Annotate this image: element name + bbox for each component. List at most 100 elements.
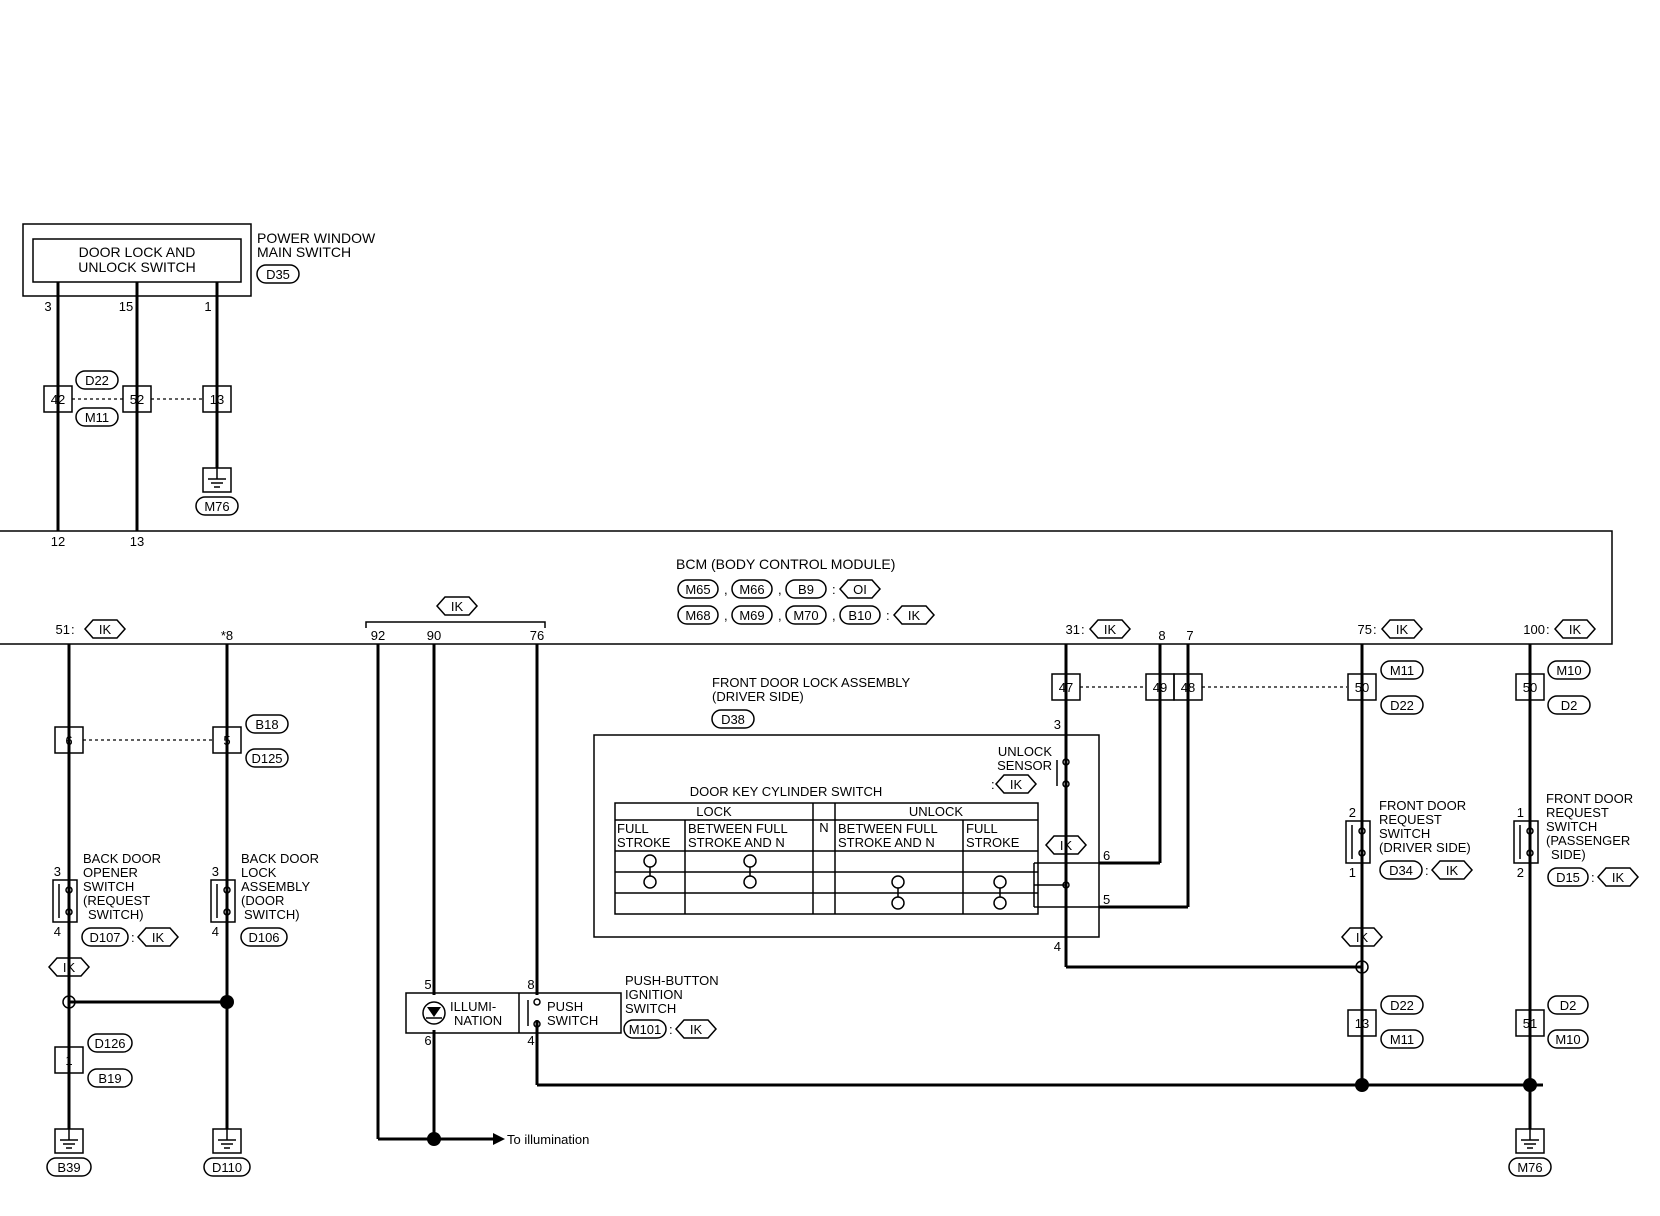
svg-text:PUSH: PUSH [547, 999, 583, 1014]
svg-text:8: 8 [1158, 628, 1165, 643]
switch-name-1: POWER WINDOW [257, 230, 376, 246]
connector-d35: D35 [266, 267, 290, 282]
back-door-lock-assembly: 3 4 BACK DOOR LOCK ASSEMBLY (DOOR SWITCH… [210, 851, 319, 947]
svg-text:90: 90 [427, 628, 441, 643]
pin-1: 1 [204, 299, 211, 314]
svg-text:M68: M68 [685, 608, 710, 623]
jc-47: 47 [1059, 680, 1073, 695]
svg-text:REQUEST: REQUEST [1379, 812, 1442, 827]
svg-text:IK: IK [99, 622, 112, 637]
svg-text:SWITCH): SWITCH) [88, 907, 144, 922]
bcm-pin-13: 13 [130, 534, 144, 549]
svg-text:5: 5 [1103, 892, 1110, 907]
power-window-main-switch: DOOR LOCK AND UNLOCK SWITCH POWER WINDOW… [22, 223, 376, 297]
svg-text:(DRIVER SIDE): (DRIVER SIDE) [1379, 840, 1471, 855]
svg-text:1: 1 [1349, 865, 1356, 880]
svg-text:BETWEEN FULL: BETWEEN FULL [838, 821, 938, 836]
svg-text:M69: M69 [739, 608, 764, 623]
svg-text::: : [131, 930, 135, 945]
svg-text:BACK DOOR: BACK DOOR [241, 851, 319, 866]
svg-text:PUSH-BUTTON: PUSH-BUTTON [625, 973, 719, 988]
svg-text:IK: IK [1612, 870, 1625, 885]
svg-text:M70: M70 [793, 608, 818, 623]
jc-48: 48 [1181, 680, 1195, 695]
connector-d2: D2 [1561, 698, 1578, 713]
front-door-request-switch-driver: 2 1 FRONT DOOR REQUEST SWITCH (DRIVER SI… [1345, 798, 1474, 880]
svg-text:ASSEMBLY: ASSEMBLY [241, 879, 310, 894]
svg-text:OPENER: OPENER [83, 865, 138, 880]
jc-1: 1 [65, 1053, 72, 1068]
front-door-lock-assembly [593, 734, 1100, 938]
svg-text::: : [832, 582, 836, 597]
ground-m76-top: M76 [204, 499, 229, 514]
svg-text:ILLUMI-: ILLUMI- [450, 999, 496, 1014]
svg-text:6: 6 [424, 1033, 431, 1048]
svg-text:76: 76 [530, 628, 544, 643]
ground-icon [1515, 1128, 1545, 1154]
svg-text:BETWEEN FULL: BETWEEN FULL [688, 821, 788, 836]
connector-d126: D126 [94, 1036, 125, 1051]
key-cylinder-table: DOOR KEY CYLINDER SWITCH LOCK UNLOCK N F… [614, 784, 1039, 915]
front-door-request-switch-passenger: 1 2 FRONT DOOR REQUEST SWITCH (PASSENGER… [1513, 791, 1640, 887]
ground-b39: B39 [57, 1160, 80, 1175]
svg-text:8: 8 [527, 977, 534, 992]
svg-text:*8: *8 [221, 628, 233, 643]
connector-b18: B18 [255, 717, 278, 732]
svg-text:,: , [832, 608, 836, 623]
svg-text:92: 92 [371, 628, 385, 643]
jc-50b: 50 [1523, 680, 1537, 695]
svg-text:D22: D22 [1390, 998, 1414, 1013]
pin-15: 15 [119, 299, 133, 314]
svg-text:STROKE AND N: STROKE AND N [688, 835, 785, 850]
svg-text::: : [1081, 622, 1085, 637]
svg-text::: : [1425, 863, 1429, 878]
ground-icon [54, 1128, 84, 1154]
bcm-box: 12 13 BCM (BODY CONTROL MODULE) M65 , M6… [0, 530, 1613, 645]
svg-text::: : [71, 622, 75, 637]
svg-text:IK: IK [1104, 622, 1117, 637]
splice-open [62, 995, 76, 1009]
svg-text:LOCK: LOCK [241, 865, 277, 880]
connector-d22-b: D22 [1390, 698, 1414, 713]
ground-m76-bottom: M76 [1517, 1160, 1542, 1175]
svg-text::: : [1373, 622, 1377, 637]
svg-text:3: 3 [1054, 717, 1061, 732]
svg-text::: : [1546, 622, 1550, 637]
svg-text:4: 4 [212, 924, 219, 939]
jc-50a: 50 [1355, 680, 1369, 695]
svg-text:,: , [724, 582, 728, 597]
svg-text:13: 13 [210, 392, 224, 407]
jc-49: 49 [1153, 680, 1167, 695]
svg-text:(REQUEST: (REQUEST [83, 893, 150, 908]
switch-name-2: MAIN SWITCH [257, 244, 351, 260]
fdla-name-2: (DRIVER SIDE) [712, 689, 804, 704]
svg-text:IK: IK [1060, 838, 1073, 853]
svg-text:SWITCH: SWITCH [1379, 826, 1430, 841]
svg-text:SWITCH: SWITCH [1546, 819, 1597, 834]
svg-text::: : [886, 608, 890, 623]
svg-text:3: 3 [212, 864, 219, 879]
jc-13-bottom: 13 [1355, 1016, 1369, 1031]
bcm-title: BCM (BODY CONTROL MODULE) [676, 556, 895, 572]
svg-text:52: 52 [130, 392, 144, 407]
connector-m10: M10 [1556, 663, 1581, 678]
svg-text:DOOR KEY CYLINDER SWITCH: DOOR KEY CYLINDER SWITCH [690, 784, 883, 799]
connector-b19: B19 [98, 1071, 121, 1086]
connector-d34: D34 [1389, 863, 1413, 878]
svg-text:2: 2 [1517, 865, 1524, 880]
svg-text:(PASSENGER: (PASSENGER [1546, 833, 1630, 848]
svg-text:LOCK: LOCK [696, 804, 732, 819]
ground-icon [212, 1128, 242, 1154]
push-button-ignition-switch: ILLUMI- NATION PUSH SWITCH 5 6 8 4 PUSH-… [405, 973, 719, 1048]
svg-text::: : [991, 777, 995, 792]
svg-text:IK: IK [1010, 777, 1023, 792]
svg-text:SWITCH: SWITCH [625, 1001, 676, 1016]
svg-text:M10: M10 [1555, 1032, 1580, 1047]
svg-text:(DOOR: (DOOR [241, 893, 284, 908]
svg-text:M11: M11 [1390, 1032, 1414, 1047]
svg-text:5: 5 [424, 977, 431, 992]
svg-text:SWITCH): SWITCH) [244, 907, 300, 922]
svg-text:NATION: NATION [454, 1013, 502, 1028]
svg-text::: : [1591, 870, 1595, 885]
